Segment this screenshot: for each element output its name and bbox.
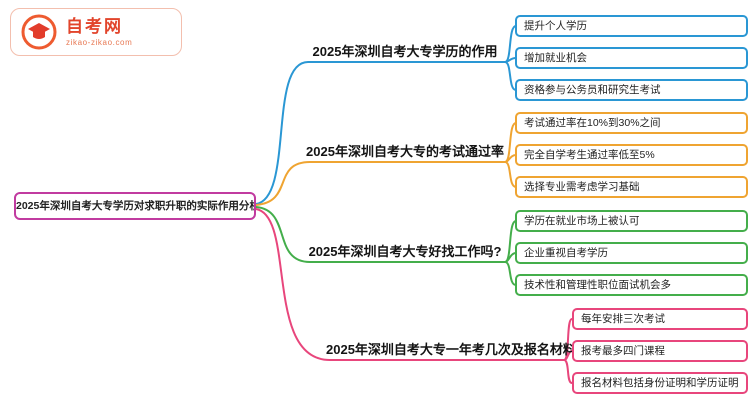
leaf-connector-2-2 — [504, 261, 517, 286]
branch-topic-1: 2025年深圳自考大专的考试通过率 — [306, 144, 504, 159]
leaf-connector-0-2 — [504, 61, 517, 91]
logo-box[interactable]: 自考网 zikao-zikao.com — [10, 8, 182, 56]
leaf-node: 资格参与公务员和研究生考试 — [515, 79, 748, 101]
branch-topic-2: 2025年深圳自考大专好找工作吗? — [308, 244, 502, 259]
leaf-connector-1-2 — [504, 161, 517, 188]
leaf-node: 提升个人学历 — [515, 15, 748, 37]
graduation-cap-logo-icon — [21, 14, 57, 50]
branch-line-1 — [255, 161, 506, 206]
leaf-node: 报名材料包括身份证明和学历证明 — [572, 372, 748, 394]
leaf-node: 企业重视自考学历 — [515, 242, 748, 264]
leaf-node: 报考最多四门课程 — [572, 340, 748, 362]
branch-topic-0: 2025年深圳自考大专学历的作用 — [312, 44, 498, 59]
root-topic-node: 2025年深圳自考大专学历对求职升职的实际作用分析 — [14, 192, 256, 220]
leaf-node: 完全自学考生通过率低至5% — [515, 144, 748, 166]
site-name: 自考网 — [66, 16, 123, 36]
leaf-node: 学历在就业市场上被认可 — [515, 210, 748, 232]
branch-line-3 — [255, 208, 565, 361]
leaf-node: 增加就业机会 — [515, 47, 748, 69]
branch-topic-3: 2025年深圳自考大专一年考几次及报名材料 — [326, 342, 576, 357]
leaf-node: 考试通过率在10%到30%之间 — [515, 112, 748, 134]
site-url: zikao-zikao.com — [66, 37, 133, 47]
branch-line-2 — [255, 206, 506, 263]
leaf-node: 技术性和管理性职位面试机会多 — [515, 274, 748, 296]
leaf-node: 每年安排三次考试 — [572, 308, 748, 330]
branch-line-0 — [255, 61, 506, 205]
leaf-connector-3-2 — [563, 359, 573, 384]
leaf-node: 选择专业需考虑学习基础 — [515, 176, 748, 198]
